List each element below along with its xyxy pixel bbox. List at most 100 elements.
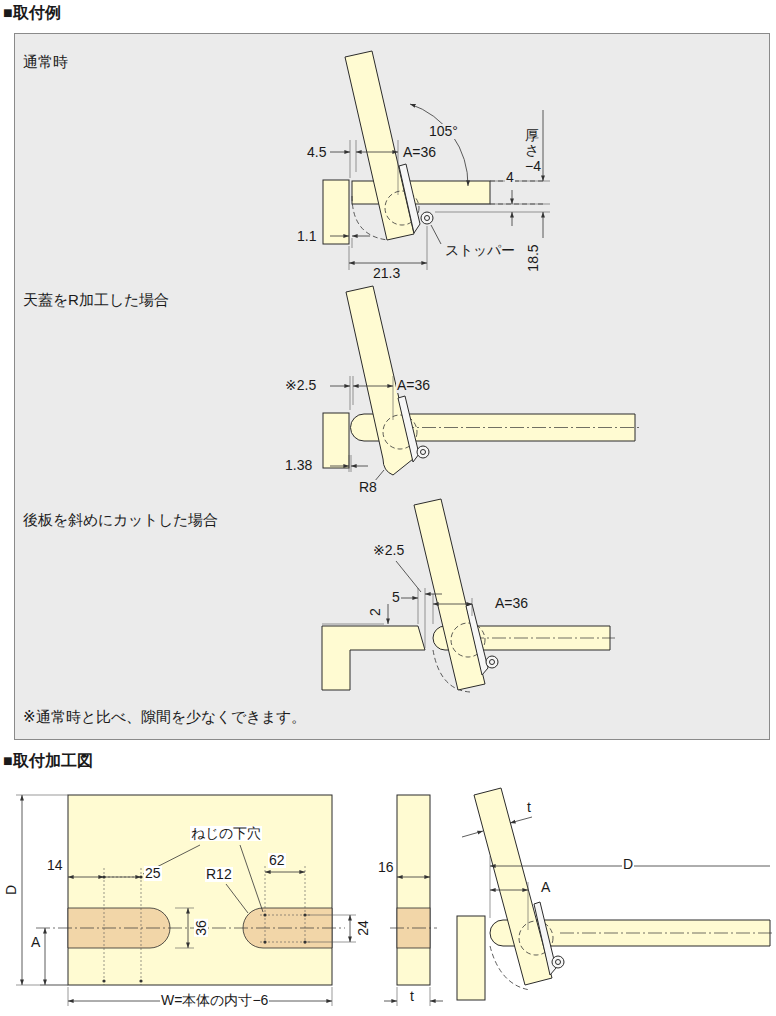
section-view-figure-part <box>490 890 528 891</box>
front-view-figure-part <box>175 908 194 948</box>
dimension-label: t <box>526 800 532 815</box>
rounded-top-figure-part <box>330 386 350 387</box>
dimension-label: 2 <box>368 607 382 617</box>
front-view-figure-part <box>40 985 68 986</box>
section-heading: ■取付例 <box>3 4 61 22</box>
dimension-label: 4.5 <box>306 145 327 160</box>
side-view-figure <box>384 795 443 1006</box>
dimension-label: R8 <box>358 480 378 495</box>
slanted-back-figure-part <box>433 604 472 605</box>
normal-mount-figure-part <box>399 164 420 233</box>
front-view-figure-part <box>139 979 142 982</box>
rounded-top-figure-part <box>350 376 393 420</box>
front-view-figure-part <box>260 866 310 946</box>
dimension-label: 14 <box>46 858 64 873</box>
normal-mount-figure-part <box>349 263 427 264</box>
slanted-back-figure-part <box>396 561 421 592</box>
dimension-label: 36 <box>194 919 208 937</box>
slanted-back-figure-part <box>388 604 389 624</box>
normal-mount-figure-part <box>435 181 550 212</box>
rounded-top-figure-part <box>330 466 349 467</box>
normal-mount-figure-part <box>543 212 544 238</box>
front-view-figure-part <box>16 795 68 985</box>
slanted-back-figure-part <box>490 660 495 665</box>
slanted-back-figure-part <box>322 624 384 625</box>
section-view-figure-part <box>462 831 483 837</box>
normal-mount-figure-part <box>349 226 427 270</box>
front-view-figure-part <box>22 795 23 985</box>
dimension-label: A <box>30 935 41 950</box>
front-view-figure-part <box>263 940 266 943</box>
normal-mount-figure-part <box>330 236 349 237</box>
front-view-figure-part <box>240 845 263 912</box>
normal-mount-figure-part <box>421 212 433 224</box>
rounded-top-figure-part <box>417 446 429 458</box>
dimension-label: R12 <box>205 867 233 882</box>
slanted-back-figure-part <box>466 604 488 675</box>
dimension-label: 1.1 <box>296 229 317 244</box>
section-view-figure-part <box>490 856 528 930</box>
side-view-figure-part <box>430 1001 443 1002</box>
section-view-figure-part <box>474 788 552 985</box>
rounded-top-figure-part <box>323 413 349 468</box>
normal-mount-figure-part <box>490 181 545 204</box>
normal-mount-figure-part <box>350 140 398 195</box>
section-view-figure-part <box>510 817 532 823</box>
normal-mount-figure-part <box>356 152 398 153</box>
example-panel: ■取付例通常時天蓋をR加工した場合後板を斜めにカットした場合※通常時と比べ、隙間… <box>14 33 770 740</box>
side-view-figure-part <box>397 987 430 1006</box>
dimension-label: D <box>622 857 634 872</box>
front-view-figure-part <box>263 913 266 916</box>
front-view-figure-part <box>306 915 356 942</box>
dimension-label: 24 <box>356 919 370 937</box>
front-view-figure-part <box>265 872 305 873</box>
case-heading: 天蓋をR加工した場合 <box>23 291 169 308</box>
dimension-label: 厚さ−4 <box>524 128 540 174</box>
rounded-top-figure-part <box>353 386 393 387</box>
panel-ground <box>14 33 770 740</box>
front-view-figure-part <box>100 868 146 985</box>
rounded-top-figure-part <box>421 450 426 455</box>
normal-mount-figure-part <box>512 190 513 204</box>
slanted-back-figure-part <box>470 638 615 639</box>
case-heading: 通常時 <box>23 53 68 70</box>
dimension-label: 5 <box>391 590 401 605</box>
rounded-top-figure-part <box>351 466 368 467</box>
dimension-label: 4 <box>505 170 515 185</box>
section-view-figure-part <box>560 933 774 934</box>
rounded-top-figure-part <box>349 455 351 472</box>
normal-mount-figure-part <box>352 236 370 237</box>
front-view-figure-part <box>350 915 351 942</box>
rounded-top-figure-part <box>398 396 419 462</box>
slanted-back-figure-part <box>401 598 418 599</box>
slanted-back-figure-part <box>486 656 498 668</box>
rounded-top-figure-part <box>400 427 640 428</box>
front-view-figure-part <box>188 908 189 948</box>
front-view-figure-part <box>68 877 104 878</box>
section-heading: ■取付加工図 <box>2 752 94 770</box>
dimension-label: 62 <box>268 853 286 868</box>
dimension-label: A=36 <box>494 596 529 611</box>
slanted-back-figure-part <box>322 626 425 690</box>
rounded-top-figure <box>323 286 640 482</box>
normal-mount-figure-part <box>330 152 350 153</box>
dimension-label: A <box>540 880 551 895</box>
normal-mount-figure <box>323 51 550 270</box>
dimension-label: 21.3 <box>372 266 401 281</box>
case-heading: 後板を斜めにカットした場合 <box>23 511 218 528</box>
side-view-figure-part <box>390 928 437 929</box>
front-view-figure-part <box>36 928 345 929</box>
normal-mount-figure-part <box>352 181 490 204</box>
side-view-figure-part <box>397 795 430 985</box>
section-view-figure-part <box>556 960 561 965</box>
dimension-label: 25 <box>144 866 162 881</box>
dimension-label: D <box>4 884 18 896</box>
dimension-label: ※2.5 <box>372 543 405 558</box>
slanted-back-figure-part <box>414 499 485 690</box>
side-view-figure-part <box>397 877 430 878</box>
dimension-label: W=本体の内寸−6 <box>160 993 269 1008</box>
front-view-figure-part <box>226 884 248 913</box>
slanted-back-figure-part <box>425 594 442 595</box>
dimension-label: 16 <box>377 860 395 875</box>
dimension-label: t <box>409 989 415 1004</box>
